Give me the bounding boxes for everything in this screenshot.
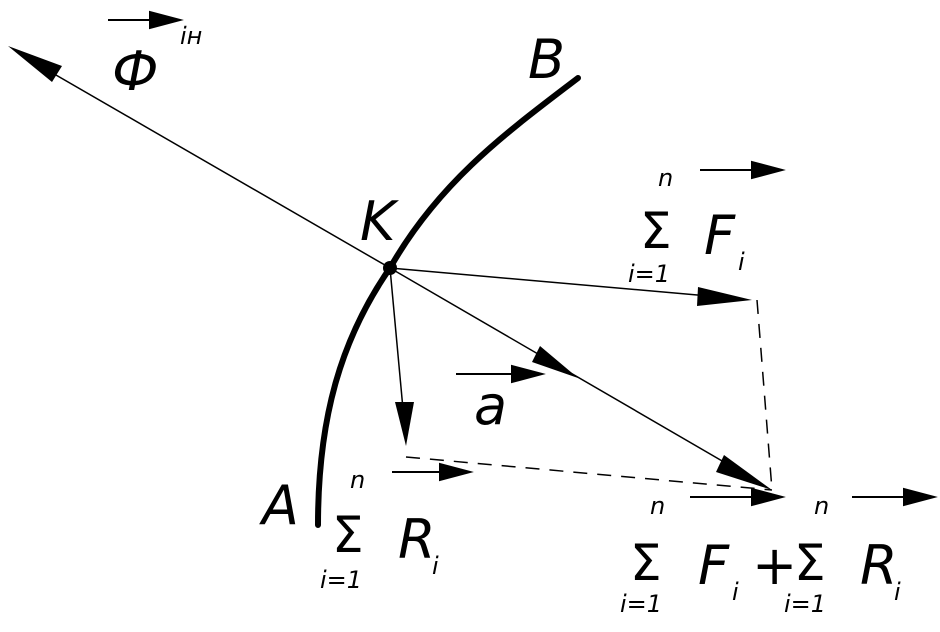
label-phi: Ф [112, 40, 159, 103]
sum-r-arrowhead [395, 402, 414, 446]
sum-r-lower-limit: i=1 [320, 566, 362, 594]
sum-r-upper-limit: n [350, 466, 365, 494]
sum-f-lower-limit: i=1 [628, 260, 670, 288]
sum-f-letter: F [704, 204, 736, 267]
label-sum-f: n Σ i=1 F i [628, 164, 745, 288]
label-point-a: A [259, 474, 299, 537]
dashed-side-bottom [405, 456, 773, 491]
vector-overbars [108, 10, 938, 507]
total-f-letter: F [698, 534, 730, 597]
resultant-arrowhead [716, 455, 772, 490]
sum-f-line [389, 267, 721, 298]
sum-r-letter: R [398, 508, 436, 571]
total-plus-sign: + [752, 534, 797, 597]
sum-r-sigma: Σ [332, 506, 364, 564]
inertia-force-line [29, 59, 391, 269]
total-r-lower-limit: i=1 [784, 590, 826, 618]
acceleration-direction-arrowhead [532, 346, 578, 378]
label-acceleration: a [474, 374, 507, 437]
label-point-b: B [528, 28, 565, 91]
sum-f-upper-limit: n [658, 164, 673, 192]
label-sum-total: n Σ i=1 F i + n Σ i=1 R i [620, 492, 901, 618]
dashed-side-right [756, 299, 773, 491]
sum-f-arrowhead [697, 287, 752, 306]
total-f-subscript: i [732, 578, 739, 606]
total-r-subscript: i [894, 578, 901, 606]
total-f-sigma: Σ [630, 534, 662, 592]
total-f-lower-limit: i=1 [620, 590, 662, 618]
label-sum-r: n Σ i=1 R i [320, 466, 439, 594]
sum-f-subscript: i [738, 248, 745, 276]
label-phi-superscript: ін [180, 22, 202, 50]
inertia-force-arrowhead [8, 46, 62, 82]
total-r-letter: R [860, 534, 898, 597]
sum-f-sigma: Σ [640, 202, 672, 260]
sum-r-line [389, 267, 405, 421]
total-r-sigma: Σ [794, 534, 826, 592]
point-k-dot [383, 261, 397, 275]
label-point-k: K [360, 190, 399, 253]
sum-r-subscript: i [432, 552, 439, 580]
total-r-upper-limit: n [814, 492, 829, 520]
total-f-upper-limit: n [650, 492, 665, 520]
